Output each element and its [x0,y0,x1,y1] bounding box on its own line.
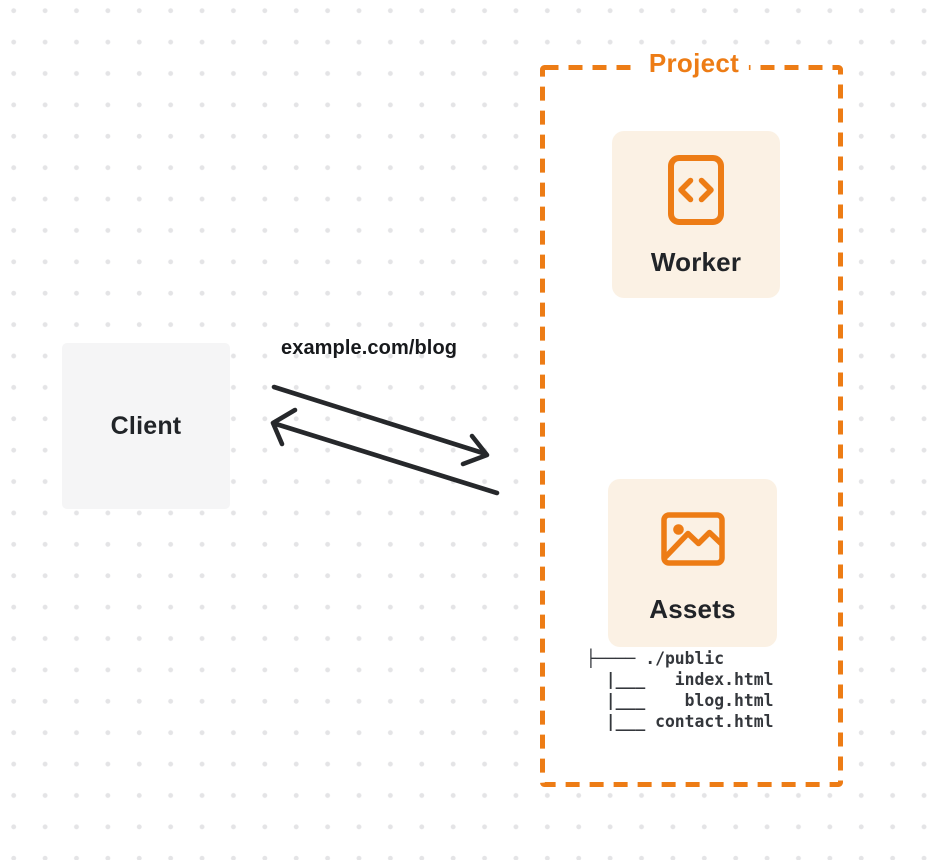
image-icon [660,512,725,566]
assets-label: Assets [649,594,736,624]
assets-node: Assets [608,479,777,647]
worker-label: Worker [650,247,742,277]
code-file-icon [668,155,724,225]
client-label: Client [110,411,182,440]
client-node: Client [62,343,230,509]
request-url-label: example.com/blog [281,337,458,359]
assets-file-tree: ├──── ./public |___ index.html |___ blog… [586,649,774,731]
project-container: Project Worker Assets ├──── ./public |__… [540,48,843,787]
project-label: Project [638,48,750,79]
worker-node: Worker [612,131,780,298]
